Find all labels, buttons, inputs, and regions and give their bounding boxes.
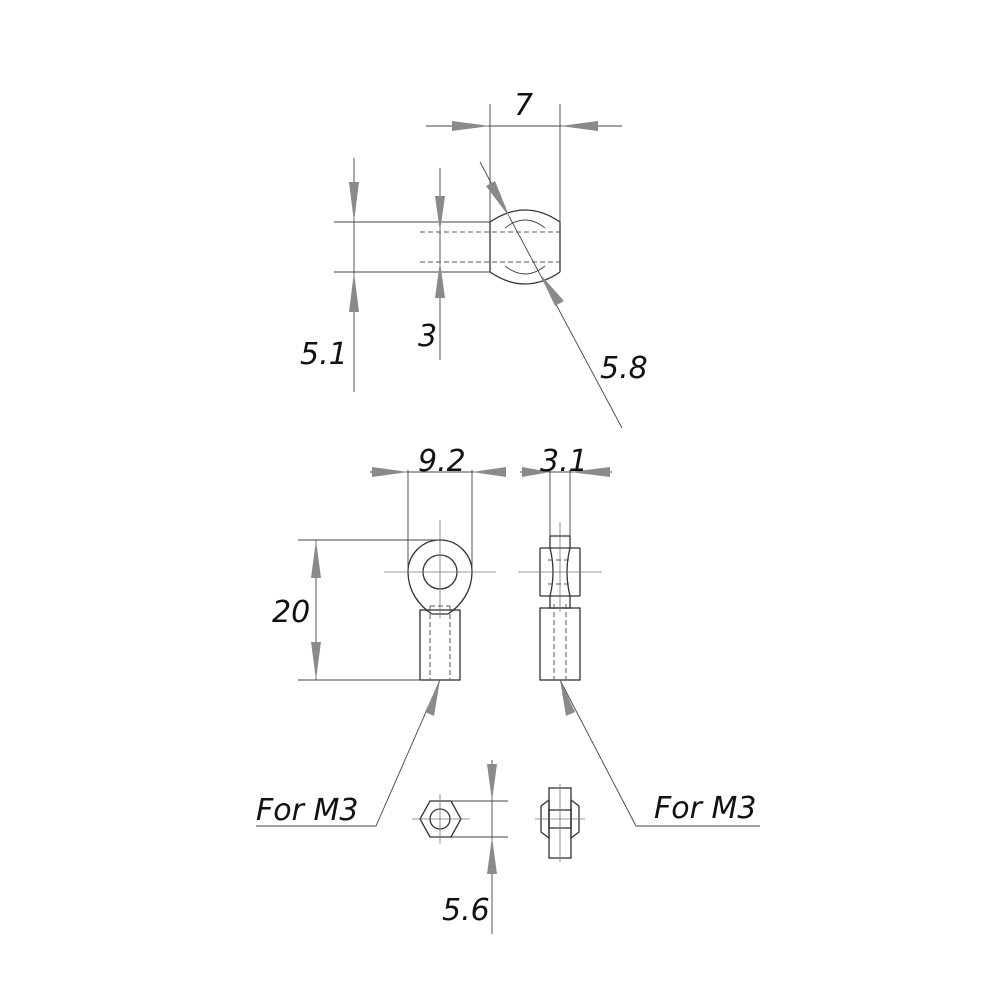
dim-ball-width-label: 7 (514, 88, 533, 123)
dim-ball-diameter-label: 5.8 (600, 351, 648, 386)
dim-inner-height-label: 3 (418, 319, 437, 354)
ball-stud-view (334, 104, 623, 429)
dim-total-length-label: 20 (272, 595, 310, 630)
rod-end-side-view (518, 467, 760, 827)
hex-nut-front-view (412, 760, 508, 934)
dim-side-thickness-label: 3.1 (540, 444, 588, 479)
dim-nut-size-label: 5.6 (442, 893, 490, 928)
dim-eye-width-label: 9.2 (418, 444, 466, 479)
callout-right-thread: For M3 (654, 791, 756, 826)
rod-end-front-view (256, 467, 506, 827)
callout-left-thread: For M3 (256, 793, 358, 828)
dim-outer-height-label: 5.1 (300, 337, 348, 372)
hex-nut-side-view (535, 784, 585, 862)
